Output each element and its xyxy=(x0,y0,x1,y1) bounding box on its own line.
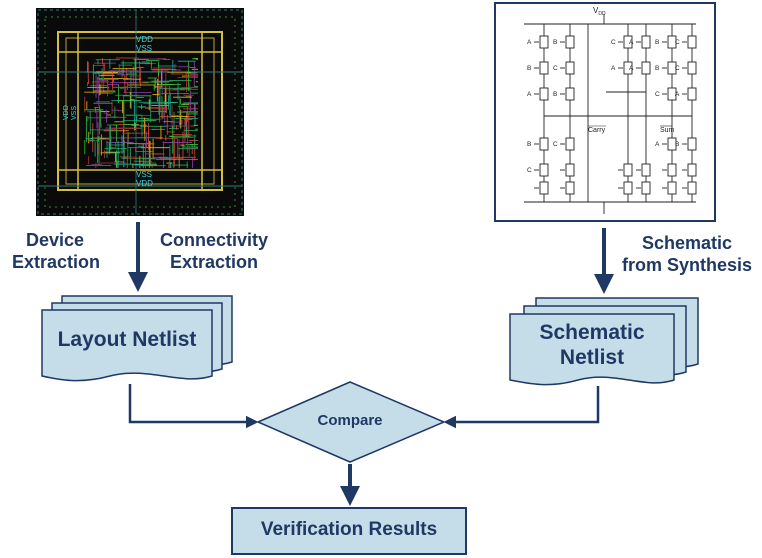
verification-results-label: Verification Results xyxy=(260,519,438,540)
schematic-input-label: B xyxy=(553,39,557,46)
schematic-input-label: A xyxy=(629,39,634,46)
schematic-input-label: B xyxy=(655,65,659,72)
schematic-from-synthesis-line1: Schematic xyxy=(641,233,733,253)
core-frame xyxy=(57,31,223,191)
schematic-input-label: A xyxy=(527,91,532,98)
schematic-input-label: C xyxy=(527,167,532,174)
vss-top-label: VSS xyxy=(136,44,152,53)
schematic-input-label: B xyxy=(675,141,679,148)
device-extraction-line1: Device xyxy=(26,230,85,250)
connectivity-extraction-line2: Extraction xyxy=(170,252,259,272)
layout-netlist-label: Layout Netlist xyxy=(57,328,197,351)
schematic-input-label: C xyxy=(553,141,558,148)
vss-bottom-label: VSS xyxy=(136,170,152,179)
vdd-bottom-label: VDD xyxy=(136,179,153,188)
schematic-input-label: C xyxy=(611,39,616,46)
device-extraction-line2: Extraction xyxy=(12,252,101,272)
layout-panel: VDD VSS VSS VDD VDD VSS xyxy=(36,8,244,216)
schematic-input-label: C xyxy=(655,91,660,98)
schematic-from-synthesis-line2: from Synthesis xyxy=(621,255,753,275)
schematic-input-label: B xyxy=(527,141,531,148)
vdd-label: VDD xyxy=(593,6,606,17)
schematic-input-label: A xyxy=(655,141,660,148)
carry-label: Carry xyxy=(588,127,606,134)
schematic-input-label: A xyxy=(527,39,532,46)
device-extraction-label: Device Extraction xyxy=(12,229,100,273)
connectivity-extraction-line1: Connectivity xyxy=(160,230,269,250)
schematic-input-label: B xyxy=(527,65,531,72)
vss-side-label: VSS xyxy=(71,106,78,120)
layout-to-compare-connector xyxy=(128,384,259,429)
routing-mass xyxy=(84,57,198,168)
vdd-side-label: VDD xyxy=(63,105,70,120)
schematic-input-label: A xyxy=(675,91,680,98)
schematic-drawing: VDD Carry Sum A B C A B C B C A A B C A B C A B C A B C xyxy=(524,6,697,214)
compare-label: Compare xyxy=(317,412,383,429)
schematic-netlist-line1: Schematic xyxy=(539,321,645,344)
schematic-netlist-label: Schematic Netlist xyxy=(510,320,674,370)
schematic-input-label: C xyxy=(553,65,558,72)
vdd-top-label: VDD xyxy=(136,35,153,44)
connectivity-extraction-label: Connectivity Extraction xyxy=(160,229,268,273)
schematic-input-label: B xyxy=(553,91,557,98)
schematic-netlist-line2: Netlist xyxy=(559,346,625,369)
schematic-to-compare-connector xyxy=(443,386,600,429)
schematic-from-synthesis-label: Schematic from Synthesis xyxy=(612,232,762,276)
schematic-panel: VDD Carry Sum A B C A B C B C A A B C A B C A B C A B C xyxy=(494,2,716,222)
schematic-input-label: B xyxy=(655,39,659,46)
pad-ring xyxy=(37,9,243,215)
schematic-input-label: A xyxy=(611,65,616,72)
schematic-input-label: C xyxy=(675,39,680,46)
schematic-input-label: C xyxy=(675,65,680,72)
layout-artwork: VDD VSS VSS VDD VDD VSS xyxy=(37,9,243,215)
schematic-input-label: A xyxy=(629,65,634,72)
sum-label: Sum xyxy=(660,127,675,134)
